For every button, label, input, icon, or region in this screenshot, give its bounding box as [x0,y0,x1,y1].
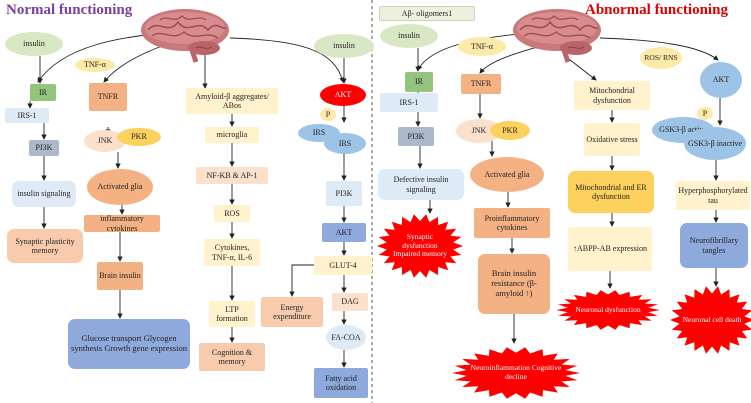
ir-abnormal-node: IR [405,72,433,92]
synaptic-plasticity-node: Synaptic plasticity memory [7,229,83,263]
p-node: P [320,108,336,121]
proinflammatory-cytokines-node: Proinflammatory cytokines [474,208,550,238]
fatty-acid-oxidation-node: Fatty acid oxidation [314,368,368,398]
brain-left-icon [141,9,229,63]
mitochondrial-er-dysfunction-node: Mitochondrial and ER dysfunction [568,171,654,213]
dag-node: DAG [332,293,368,311]
irs1-node: IRS-1 [5,108,49,123]
p-abnormal-node: P [697,107,713,120]
glut4-node: GLUT-4 [314,256,372,275]
pi3k-right-node: PI3K [326,181,362,206]
insulin-right-node: insulin [314,34,374,58]
energy-expenditure-node: Energy expenditure [261,297,323,327]
pi3k-node: PI3K [29,140,59,156]
ab-oligomers-node: Aβ- oligomers1 [379,6,475,21]
activated-glia-abnormal-node: Activated glia [470,157,544,192]
mitochondrial-dysfunction-node: Mitochondrial dysfunction [574,81,650,110]
oxidative-stress-node: Oxidative stress [584,123,640,156]
neuronal-dysfunction-burst-shape [556,290,660,330]
activated-glia-node: Activated glia [87,169,153,205]
pkr-abnormal-node: PKR [490,121,530,140]
ir-node: IR [30,84,56,101]
defective-signaling-node: Defective insulin signaling [378,169,464,200]
jnk-node: JNK [84,130,126,152]
insulin-abnormal-node: insulin [380,24,438,48]
amyloid-aggregates-node: Amyloid-β aggregates/ ABos [186,88,278,114]
brain-insulin-resistance-node: Brain insulin resistance (β-amyloid ↑) [478,254,550,314]
tnfr-abnormal-node: TNFR [461,74,501,94]
brain-insulin-node: Brain insulin [97,262,143,290]
neurofibrillary-tangles-node: Neurofibrillary tangles [680,223,748,268]
cytokines-node: Cytokines, TNF-α, IL-6 [204,239,260,266]
akt-red-node: AKT [320,84,366,106]
glucose-transport-node: Glucose transport Glycogen synthesis Gro… [68,319,190,369]
synaptic-dysfunction-burst: Synaptic dysfunction Impaired memory [393,232,447,259]
insulin-signaling-node: insulin signaling [12,181,76,207]
brain-right-icon [513,9,601,63]
inflammatory-cytokines-node: inflammatory cytokines [84,215,160,232]
pi3k-abnormal-node: PI3K [398,127,434,146]
abnormal-title: Abnormal functioning [585,2,728,18]
tnf-alpha-abnormal-node: TNF-α [458,37,506,56]
tnfr-node: TNFR [89,83,127,111]
akt-abnormal-node: AKT [700,62,742,98]
ltp-formation-node: LTP formation [209,301,255,327]
irs-b-node: IRS [324,133,366,154]
neuroinflammation-burst: Neuroinflammation Cognitive decline [470,363,562,381]
neuronal-cell-death-burst-shape [670,286,751,354]
nfkb-ap1-node: NF-KB & AP-1 [196,167,268,184]
tnf-alpha-node: TNF-α [75,58,115,72]
pkr-node: PKR [117,128,161,146]
microglia-node: microglia [205,127,259,143]
synaptic-dysfunction-burst-shape [377,214,463,278]
akt-node: AKT [322,223,366,242]
hyperphosphorylated-tau-node: Hyperphosphorylated tau [676,181,750,210]
neuronal-cell-death-burst: Neuronal cell death [682,314,742,324]
facoa-node: FA-COA [326,325,366,350]
ros-rns-node: ROS/ RNS [640,47,682,69]
normal-title: Normal functioning [6,2,133,18]
neuroinflammation-burst-shape [452,347,580,399]
cognition-memory-node: Cognition & memory [199,343,265,371]
neuronal-dysfunction-burst: Neuronal dysfunction [575,304,641,314]
irs1-abnormal-node: IRS-1 [380,93,438,112]
abpp-expression-node: ↑ABPP-AB expression [568,227,652,271]
gsk3b-inactive-node: GSK3-β inactive [684,127,746,160]
insulin-node: insulin [5,32,63,56]
ros-node: ROS [214,205,250,222]
